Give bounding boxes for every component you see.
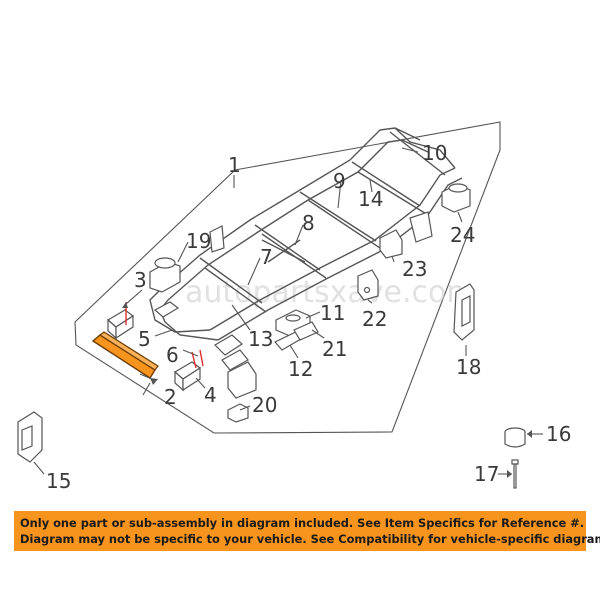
callout-labels: 1 2 3 4 5 6 7 8 9 10 11 12 13 14 15 16 1… (46, 141, 571, 493)
part-4-bracket (173, 349, 204, 392)
callout-19: 19 (186, 229, 211, 253)
part-2-front-crossmember[interactable] (91, 331, 159, 379)
callout-8: 8 (302, 211, 315, 235)
callout-18: 18 (456, 355, 481, 379)
part-6-mount (214, 334, 249, 371)
part-mount-block (227, 361, 257, 399)
part-19-bracket (149, 225, 225, 293)
vehicle-frame (149, 127, 463, 341)
disclaimer-line-2: Diagram may not be specific to your vehi… (20, 532, 600, 546)
part-18-bracket (453, 283, 475, 341)
callout-11: 11 (320, 301, 345, 325)
part-20-bracket (227, 403, 249, 423)
callout-1: 1 (228, 153, 241, 177)
part-3-bracket (106, 302, 135, 340)
callout-9: 9 (333, 169, 346, 193)
part-24-mount (441, 183, 471, 213)
callout-2: 2 (164, 385, 177, 409)
callout-22: 22 (362, 307, 387, 331)
callout-7: 7 (260, 245, 273, 269)
callout-3: 3 (134, 268, 147, 292)
part-5-mount (153, 301, 180, 318)
callout-6: 6 (166, 343, 179, 367)
callout-17: 17 (474, 462, 499, 486)
part-23-bracket (379, 211, 433, 259)
watermark: autopartsxave.com (185, 275, 476, 310)
callout-5: 5 (138, 327, 151, 351)
callout-12: 12 (288, 357, 313, 381)
arrowheads (122, 302, 532, 478)
callout-16: 16 (546, 422, 571, 446)
part-16-bushing (504, 427, 526, 448)
callout-23: 23 (402, 257, 427, 281)
part-15-bracket (17, 411, 43, 463)
part-17-bolt (511, 459, 519, 489)
part-22-bracket (357, 269, 379, 301)
callout-14: 14 (358, 187, 383, 211)
callout-13: 13 (248, 327, 273, 351)
callout-20: 20 (252, 393, 277, 417)
assembly-boundary (74, 121, 501, 434)
callout-10: 10 (422, 141, 447, 165)
leader-lines (33, 147, 543, 475)
callout-21: 21 (322, 337, 347, 361)
frame-parts-diagram: autopartsxave.com (17, 121, 571, 493)
disclaimer-line-1: Only one part or sub-assembly in diagram… (20, 516, 585, 530)
disclaimer-banner: Only one part or sub-assembly in diagram… (14, 511, 600, 551)
callout-24: 24 (450, 223, 475, 247)
part-21-bracket (293, 321, 319, 341)
callout-4: 4 (204, 383, 217, 407)
callout-15: 15 (46, 469, 71, 493)
